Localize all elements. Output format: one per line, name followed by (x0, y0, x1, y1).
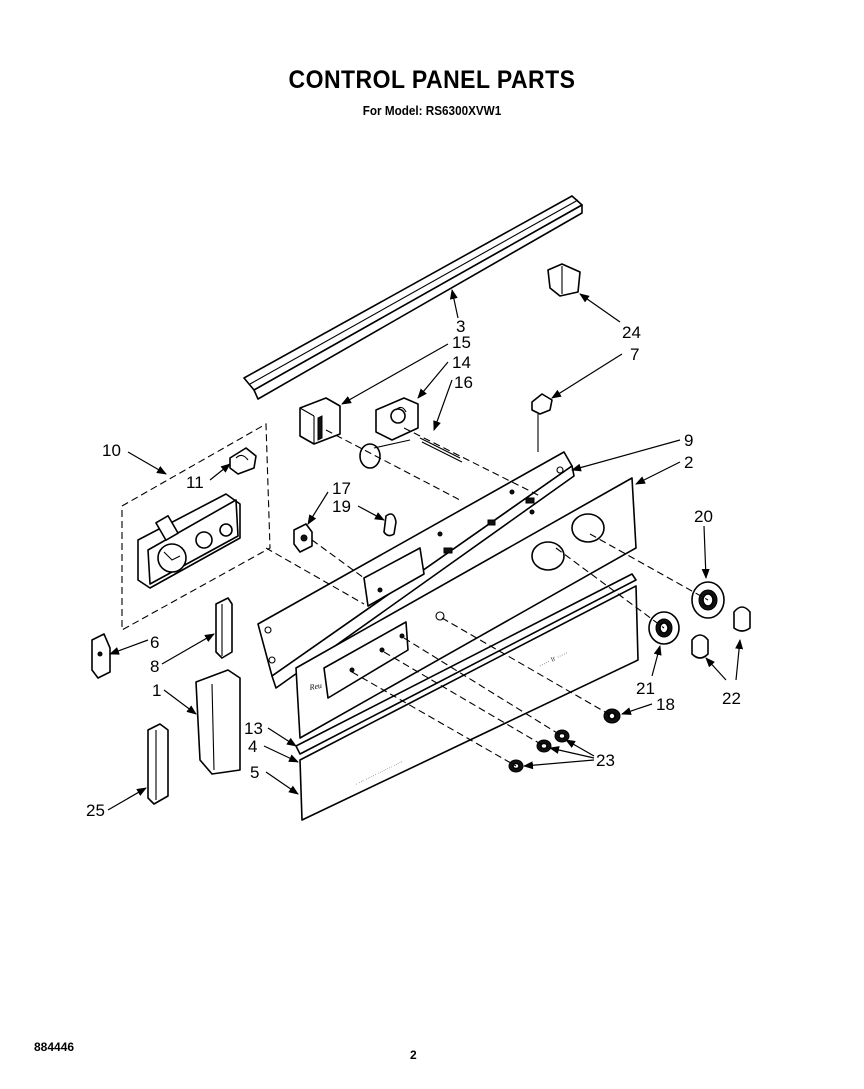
part-8-bracket (215, 597, 233, 659)
part-7-connector (531, 393, 553, 452)
callout-20: 20 (694, 507, 713, 526)
part-14-switch (375, 397, 419, 441)
part-25-bracket (147, 723, 169, 805)
callout-8: 8 (150, 657, 159, 676)
part-17-bracket (293, 523, 313, 553)
svg-text:Reu: Reu (308, 681, 323, 692)
callout-23: 23 (596, 751, 615, 770)
callout-4: 4 (248, 737, 257, 756)
part-18-nut (603, 708, 621, 724)
page-number: 2 (410, 1048, 417, 1062)
callout-11: 11 (186, 473, 204, 492)
part-23-nuts (508, 729, 570, 773)
model-subtitle: For Model: RS6300XVW1 (362, 103, 502, 118)
part-22-knob (691, 606, 751, 659)
callout-10: 10 (102, 441, 121, 460)
part-16-wire (359, 437, 463, 469)
callout-22: 22 (722, 689, 741, 708)
callout-15: 15 (452, 333, 471, 352)
callout-2: 2 (684, 453, 693, 472)
part-24-clip (547, 263, 581, 297)
part-6-bracket (91, 633, 111, 679)
callout-16: 16 (454, 373, 473, 392)
callout-18: 18 (656, 695, 675, 714)
part-11-clip (229, 447, 257, 475)
callout-6: 6 (150, 633, 159, 652)
callout-9: 9 (684, 431, 693, 450)
page-title: CONTROL PANEL PARTS (288, 66, 576, 94)
callout-1: 1 (152, 681, 161, 700)
part-9-panel-bracket (257, 451, 575, 689)
callout-24: 24 (622, 323, 641, 342)
callout-3: 3 (456, 317, 465, 336)
part-15-switch (299, 397, 341, 445)
part-2-control-panel: Reu (295, 477, 637, 739)
part-1-shield (195, 669, 241, 775)
leader-lines (107, 289, 744, 811)
callout-21: 21 (636, 679, 655, 698)
part-19-clip (383, 513, 397, 537)
callout-25: 25 (86, 801, 105, 820)
callout-17: 17 (332, 479, 351, 498)
callout-14: 14 (452, 353, 471, 372)
callout-labels: 3 24 15 14 16 7 9 2 10 11 17 19 20 6 8 1… (86, 317, 741, 820)
part-13-4-5-trim: · ··· ······ ········ ····· ····· Ir ···… (295, 573, 639, 821)
part-10-clock-assembly (121, 423, 271, 631)
callout-7: 7 (630, 345, 639, 364)
part-3-trim-strip (243, 195, 583, 400)
callout-19: 19 (332, 497, 351, 516)
callout-13: 13 (244, 719, 263, 738)
assembly-lines (265, 427, 709, 767)
callout-5: 5 (250, 763, 259, 782)
catalog-number: 884446 (34, 1040, 75, 1054)
